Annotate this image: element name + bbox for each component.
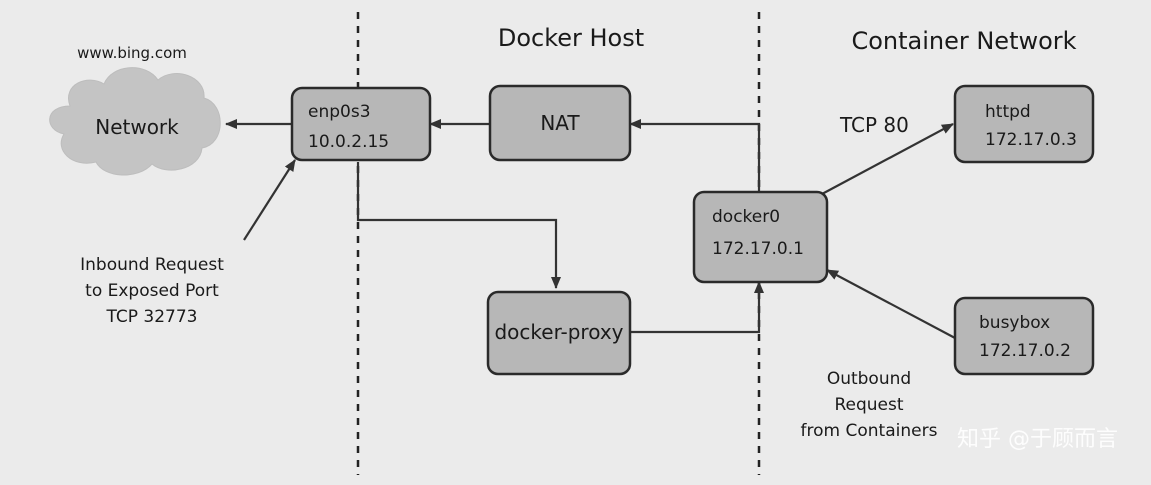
docker0-name: docker0 xyxy=(712,207,780,227)
enp0s3-box: enp0s3 10.0.2.15 xyxy=(290,86,432,162)
httpd-ip: 172.17.0.3 xyxy=(985,130,1077,150)
enp0s3-name: enp0s3 xyxy=(308,102,371,122)
httpd-name: httpd xyxy=(985,102,1031,122)
busybox-box: busybox 172.17.0.2 xyxy=(953,296,1095,376)
docker-host-header: Docker Host xyxy=(498,24,644,52)
docker-proxy-box: docker-proxy xyxy=(486,290,632,376)
network-cloud-icon xyxy=(49,67,221,176)
enp0s3-ip: 10.0.2.15 xyxy=(308,132,389,152)
container-network-header: Container Network xyxy=(851,27,1076,55)
outbound-line-3: from Containers xyxy=(801,421,938,441)
nat-label: NAT xyxy=(540,111,580,135)
docker0-to-httpd-arrow xyxy=(821,123,954,195)
docker0-box: docker0 172.17.0.1 xyxy=(692,190,829,284)
nat-box: NAT xyxy=(488,84,632,162)
docker-proxy-label: docker-proxy xyxy=(494,320,623,344)
busybox-ip: 172.17.0.2 xyxy=(979,341,1071,361)
docker0-to-nat-arrow xyxy=(629,119,761,192)
inbound-line-2: to Exposed Port xyxy=(85,281,219,301)
inbound-line-1: Inbound Request xyxy=(80,255,224,275)
outbound-line-2: Request xyxy=(834,395,903,415)
docker0-ip: 172.17.0.1 xyxy=(712,239,804,259)
enp0s3-to-proxy-arrow xyxy=(356,162,561,289)
busybox-name: busybox xyxy=(979,313,1050,333)
inbound-request-arrow xyxy=(243,159,296,241)
busybox-to-docker0-arrow xyxy=(826,269,956,339)
outbound-line-1: Outbound xyxy=(827,369,911,389)
proxy-to-docker0-arrow xyxy=(630,281,764,334)
tcp-80-label: TCP 80 xyxy=(839,113,909,137)
bing-host-label: www.bing.com xyxy=(77,44,187,62)
watermark-text: 知乎 @于顾而言 xyxy=(957,427,1118,452)
network-cloud-label: Network xyxy=(95,115,179,139)
inbound-line-3: TCP 32773 xyxy=(106,307,198,327)
httpd-box: httpd 172.17.0.3 xyxy=(953,84,1095,164)
